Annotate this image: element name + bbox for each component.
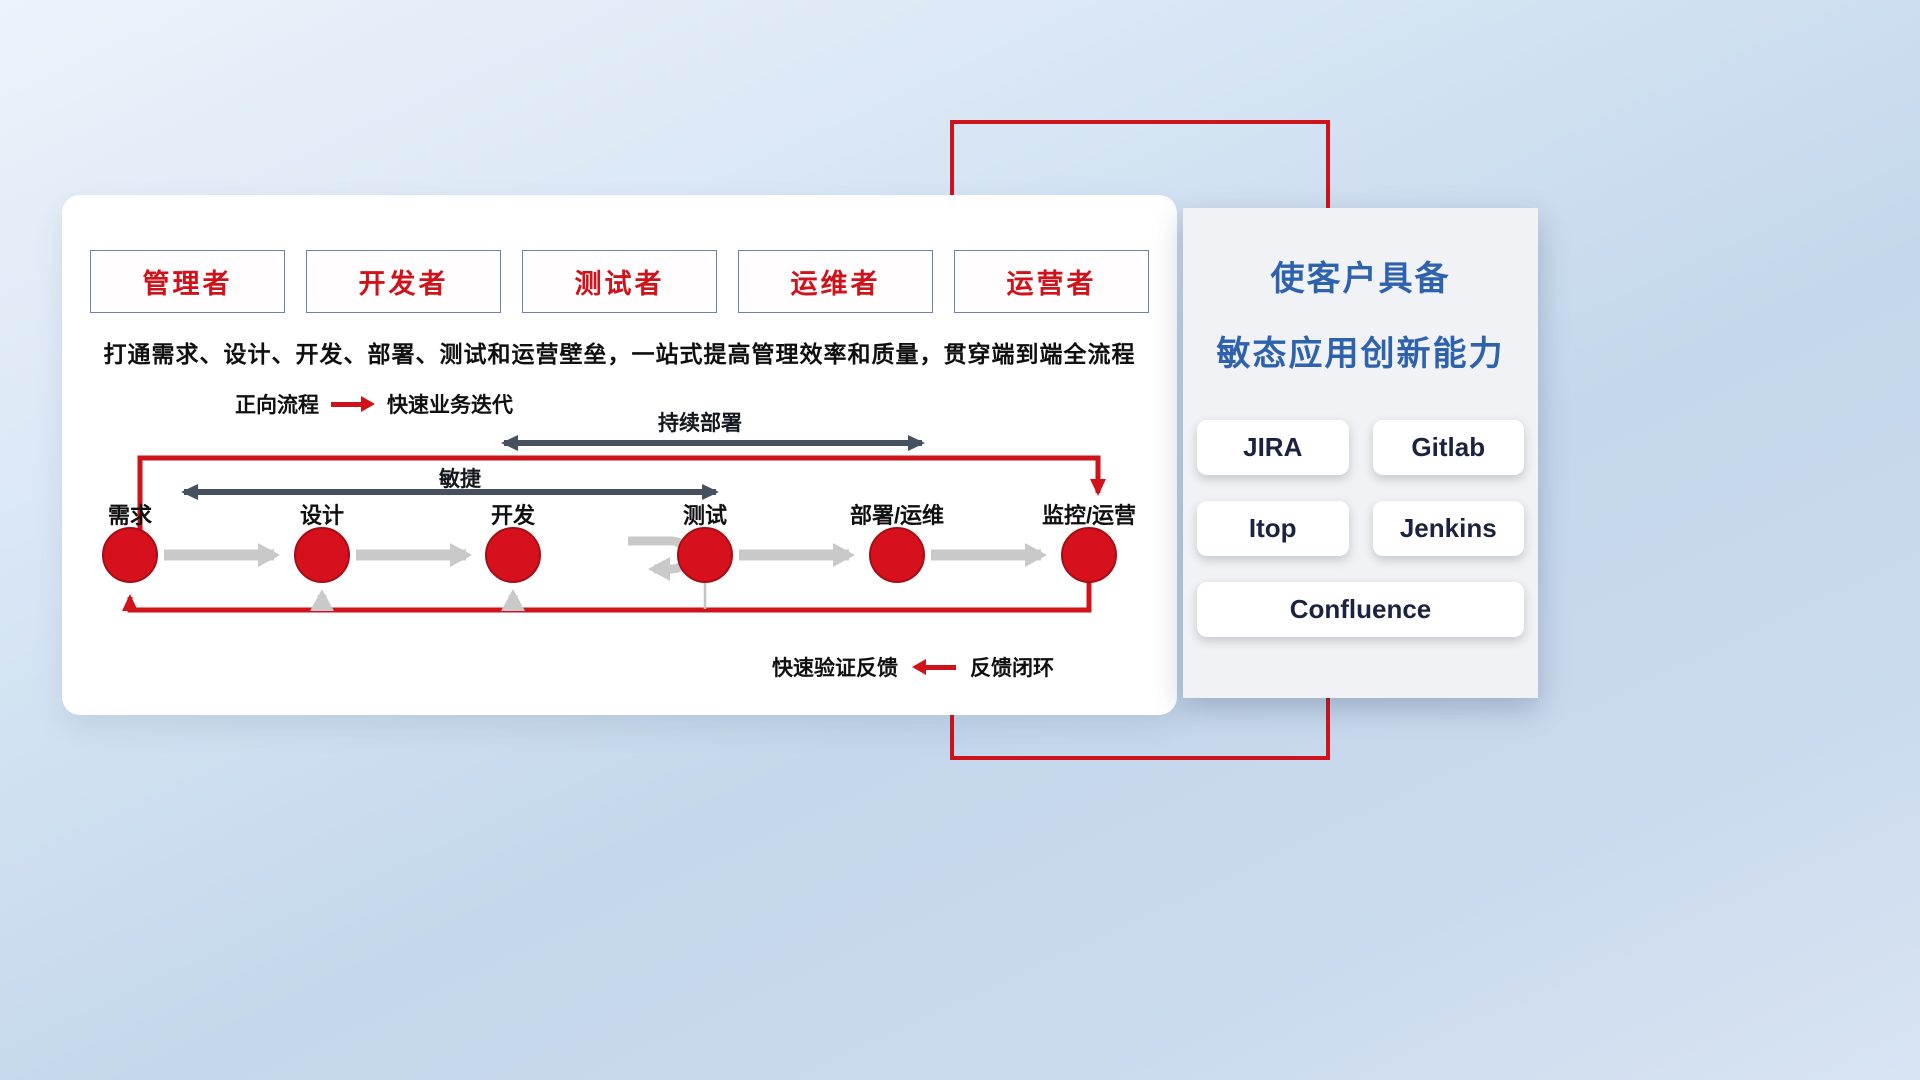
- role-label: 测试者: [574, 269, 665, 299]
- feedback-legend-label: 反馈闭环: [970, 657, 1054, 680]
- role-box-tester: 测试者: [522, 250, 717, 313]
- role-box-developer: 开发者: [306, 250, 501, 313]
- forward-arrow-icon: [331, 396, 375, 412]
- tool-gitlab: Gitlab: [1372, 419, 1524, 475]
- stage-node-circle: [677, 527, 733, 583]
- role-box-manager: 管理者: [90, 250, 285, 313]
- role-label: 开发者: [358, 269, 449, 299]
- stage-development: 开发: [490, 503, 535, 528]
- stage-node-circle: [869, 527, 925, 583]
- tool-jenkins: Jenkins: [1372, 500, 1524, 556]
- feedback-loop-line: [122, 581, 1092, 613]
- role-box-operator: 运营者: [954, 250, 1149, 313]
- forward-loop-line: [137, 455, 1106, 531]
- capability-panel: 使客户具备 敏态应用创新能力 JIRA Gitlab Itop Jenkins …: [1183, 208, 1538, 698]
- stage-node-circle: [102, 527, 158, 583]
- continuous-deploy-label: 持续部署: [658, 412, 742, 435]
- stage-requirements: 需求: [107, 503, 152, 528]
- capability-title: 使客户具备 敏态应用创新能力: [1183, 242, 1538, 392]
- forward-legend: 正向流程 快速业务迭代: [235, 389, 513, 419]
- devops-process-panel: 管理者 开发者 测试者 运维者 运营者 打通需求、设计、开发、部署、测试和运营壁…: [62, 195, 1177, 715]
- stage-testing: 测试: [682, 503, 727, 528]
- roles-row: 管理者 开发者 测试者 运维者 运营者: [90, 250, 1149, 313]
- stage-node-circle: [485, 527, 541, 583]
- stage-deploy-ops: 部署/运维: [849, 503, 945, 528]
- capability-title-line2: 敏态应用创新能力: [1216, 334, 1505, 373]
- feedback-legend-value: 快速验证反馈: [772, 657, 898, 680]
- tool-confluence: Confluence: [1197, 581, 1524, 637]
- feedback-legend: 快速验证反馈 反馈闭环: [772, 652, 1054, 682]
- capability-title-line1: 使客户具备: [1270, 260, 1451, 298]
- flow-diagram: 持续部署 敏捷 需求 设计 开发 测试 部署/运维 监控/运营: [62, 195, 1177, 715]
- forward-legend-value: 快速业务迭代: [387, 394, 513, 417]
- role-label: 运营者: [1006, 269, 1097, 299]
- role-label: 管理者: [142, 269, 233, 299]
- forward-legend-label: 正向流程: [235, 394, 319, 417]
- tool-itop: Itop: [1197, 500, 1349, 556]
- feedback-arrow-icon: [912, 659, 956, 675]
- stage-node-circle: [294, 527, 350, 583]
- process-description: 打通需求、设计、开发、部署、测试和运营壁垒，一站式提高管理效率和质量，贯穿端到端…: [103, 341, 1136, 367]
- agile-label: 敏捷: [439, 468, 481, 491]
- role-label: 运维者: [790, 269, 881, 299]
- tool-jira: JIRA: [1197, 419, 1349, 475]
- stage-node-circle: [1061, 527, 1117, 583]
- role-box-ops: 运维者: [738, 250, 933, 313]
- tool-grid: JIRA Gitlab Itop Jenkins Confluence: [1197, 419, 1524, 637]
- stage-design: 设计: [299, 503, 344, 528]
- stage-monitor-ops: 监控/运营: [1041, 503, 1137, 528]
- flow-lines: [102, 435, 1117, 613]
